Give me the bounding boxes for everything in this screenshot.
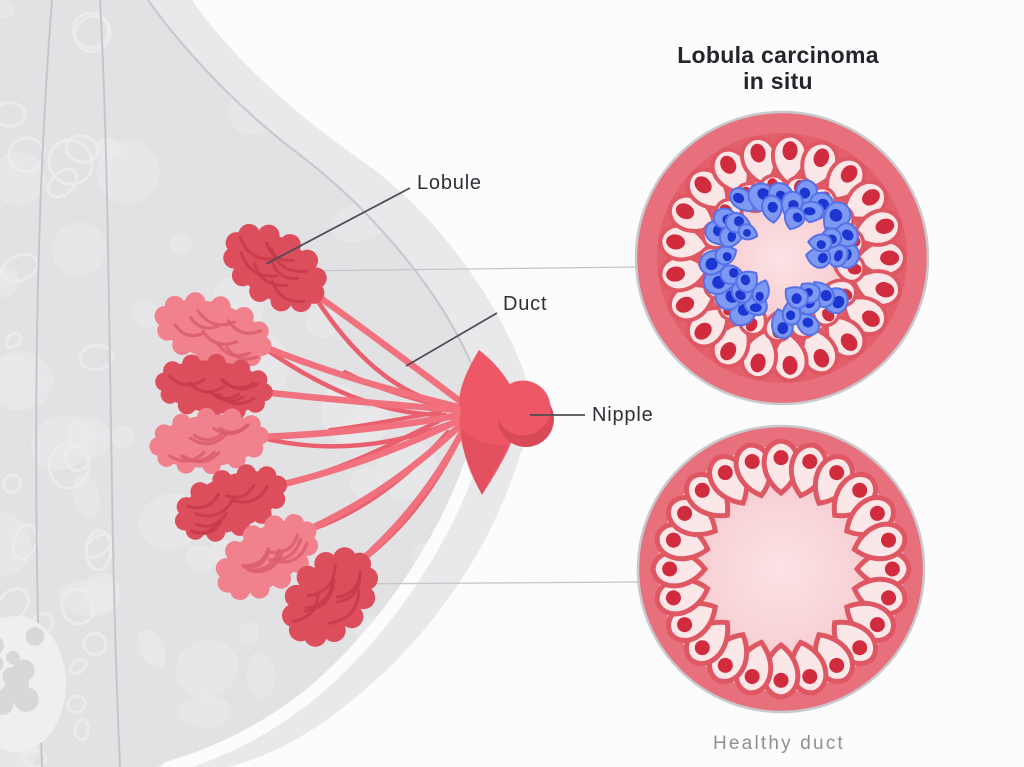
duct-leader-line [405,312,498,367]
duct-label: Duct [503,293,547,315]
ligament-texture [0,11,115,767]
healthy-duct-caption: Healthy duct [713,733,845,754]
carcinoma-title-line1: Lobula carcinoma [677,42,879,68]
lobule-cluster [154,292,272,370]
carcinoma-title-line2: in situ [743,68,813,94]
fascia-line [99,0,121,767]
underbreast-highlight [161,435,485,767]
lobule-cluster [174,464,288,542]
breast-illustration [0,0,641,767]
lobule-cluster [215,513,319,601]
lobule-cluster [281,547,379,647]
link-duct-to-healthy-figure [335,581,641,585]
skin-boundary-line [147,0,475,369]
nipple-shape [459,350,554,495]
healthy-duct-figure [636,424,926,714]
carcinoma-in-situ-figure [634,110,930,406]
lobule-cluster [155,353,273,421]
lobule-leader-line [265,187,411,265]
annotations: Lobule Duct Nipple Lobula carcinoma in s… [265,42,879,754]
chest-wall [0,0,121,767]
lobules-group [149,223,379,647]
lobule-cluster [223,223,327,313]
milk-ducts [254,288,473,569]
fat-lobule-cluster [0,616,66,752]
lobule-cluster [149,407,269,475]
link-lobule-to-carcinoma-figure [293,266,637,272]
lobule-label: Lobule [417,172,482,194]
nipple-label: Nipple [592,404,654,426]
